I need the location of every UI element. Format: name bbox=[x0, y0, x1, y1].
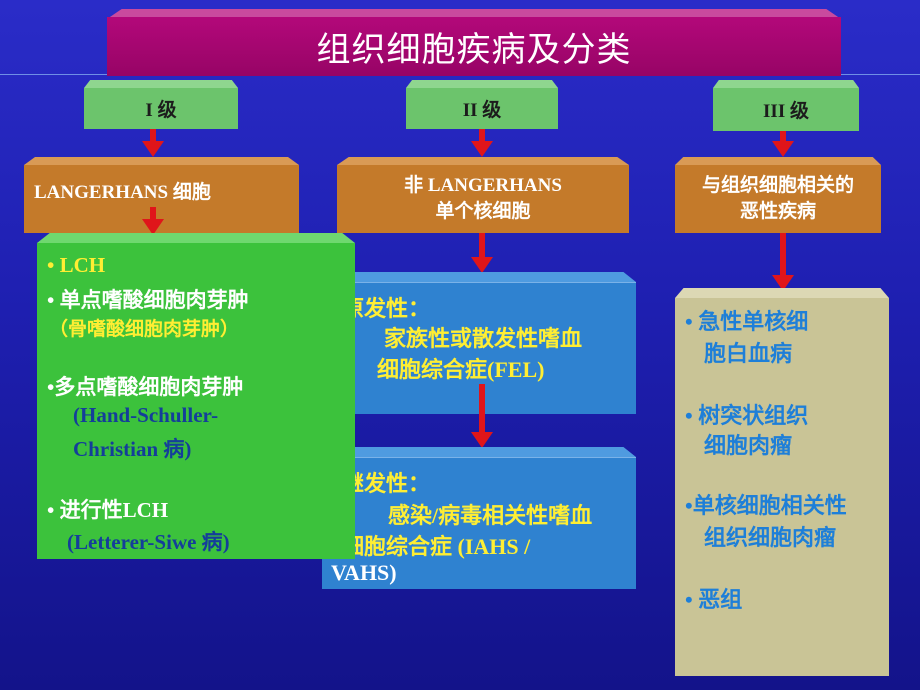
malignant-item-3-cont: 组织细胞肉瘤 bbox=[704, 525, 837, 550]
primary-line-1: 家族性或散发性嗜血 bbox=[384, 326, 583, 351]
category-2-box: 非 LANGERHANS 单个核细胞 bbox=[337, 165, 629, 233]
lch-item-3-note-1: (Hand-Schuller- bbox=[73, 403, 219, 427]
category-1-bevel bbox=[24, 157, 299, 165]
level-3-box: III 级 bbox=[713, 88, 859, 131]
lch-item-2-note: （骨嗜酸细胞肉芽肿） bbox=[49, 319, 240, 340]
lch-item-1: • LCH bbox=[47, 253, 106, 277]
category-3-box: 与组织细胞相关的 恶性疾病 bbox=[675, 165, 881, 233]
category-3-bevel bbox=[675, 157, 881, 165]
malignant-item-4: • 恶组 bbox=[685, 587, 743, 612]
level-2-label: II 级 bbox=[462, 100, 502, 121]
lch-item-4: • 进行性LCH bbox=[47, 498, 169, 522]
category-1-label: LANGERHANS 细胞 bbox=[34, 182, 211, 203]
lch-item-4-note: (Letterer-Siwe 病) bbox=[67, 530, 230, 554]
malignant-item-1: • 急性单核细 bbox=[685, 309, 809, 334]
lch-panel: • LCH • 单点嗜酸细胞肉芽肿 （骨嗜酸细胞肉芽肿） •多点嗜酸细胞肉芽肿 … bbox=[37, 243, 355, 559]
secondary-label: 继发性： bbox=[342, 471, 431, 496]
title-banner: 组织细胞疾病及分类 bbox=[107, 17, 841, 76]
malignant-item-3: •单核细胞相关性 bbox=[685, 493, 847, 518]
page-title: 组织细胞疾病及分类 bbox=[316, 30, 632, 70]
category-3-line-2: 恶性疾病 bbox=[739, 201, 816, 222]
secondary-panel: 继发性： 感染/病毒相关性嗜血 细胞综合症 (IAHS / VAHS) bbox=[322, 457, 636, 589]
category-2-line-1: 非 LANGERHANS bbox=[404, 175, 562, 196]
secondary-line-2: 细胞综合症 (IAHS / bbox=[342, 534, 531, 559]
malignant-bevel bbox=[675, 288, 889, 298]
level-1-bevel bbox=[84, 80, 238, 88]
primary-line-2: 细胞综合症(FEL) bbox=[377, 357, 545, 382]
title-bevel bbox=[107, 9, 841, 19]
primary-bevel bbox=[322, 272, 636, 282]
secondary-bevel bbox=[322, 447, 636, 457]
level-3-label: III 级 bbox=[763, 101, 809, 122]
level-2-box: II 级 bbox=[406, 88, 558, 129]
malignant-panel: • 急性单核细 胞白血病 • 树突状组织 细胞肉瘤 •单核细胞相关性 组织细胞肉… bbox=[675, 298, 889, 676]
malignant-item-2-cont: 细胞肉瘤 bbox=[704, 433, 793, 458]
level-1-box: I 级 bbox=[84, 88, 238, 129]
lch-item-3-note-2: Christian 病) bbox=[73, 437, 192, 461]
category-2-line-2: 单个核细胞 bbox=[435, 201, 531, 222]
lch-item-3: •多点嗜酸细胞肉芽肿 bbox=[47, 375, 244, 399]
malignant-item-1-cont: 胞白血病 bbox=[704, 341, 793, 366]
secondary-line-3: VAHS) bbox=[331, 560, 397, 585]
primary-panel: 原发性： 家族性或散发性嗜血 细胞综合症(FEL) bbox=[322, 282, 636, 414]
level-3-bevel bbox=[713, 80, 859, 88]
category-3-line-1: 与组织细胞相关的 bbox=[701, 175, 854, 196]
level-2-bevel bbox=[406, 80, 558, 88]
level-1-label: I 级 bbox=[145, 100, 177, 121]
malignant-item-2: • 树突状组织 bbox=[685, 403, 809, 428]
category-2-bevel bbox=[337, 157, 629, 165]
secondary-line-1: 感染/病毒相关性嗜血 bbox=[388, 503, 593, 528]
lch-item-2: • 单点嗜酸细胞肉芽肿 bbox=[47, 288, 249, 312]
lch-bevel bbox=[37, 233, 355, 243]
primary-label: 原发性： bbox=[342, 296, 431, 321]
